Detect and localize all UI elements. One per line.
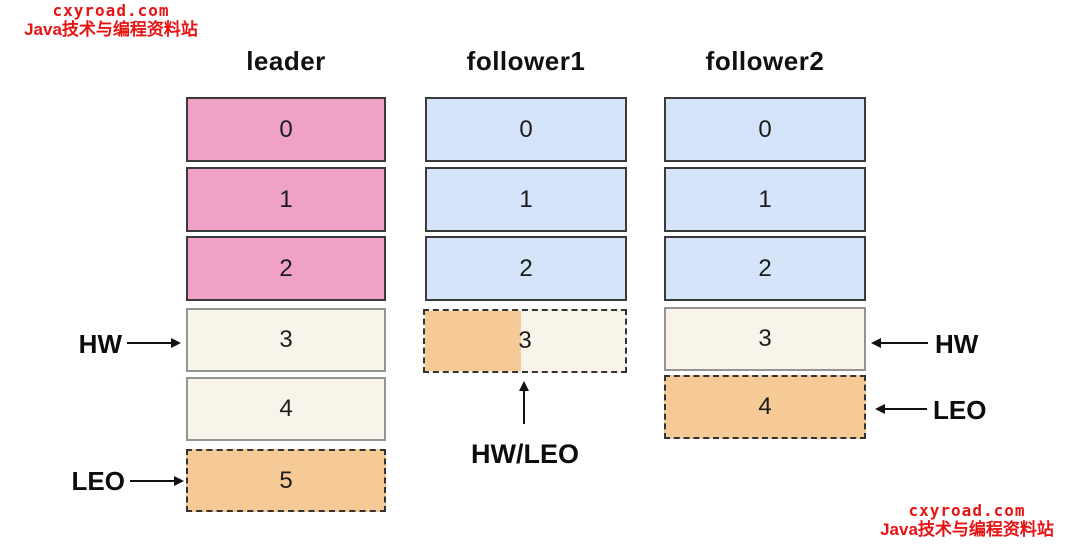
offset-label: 3 xyxy=(758,325,772,352)
leader-segment-2: 2 xyxy=(186,236,386,301)
offset-label: 5 xyxy=(279,466,293,494)
offset-label: 1 xyxy=(279,185,293,213)
watermark-caption: Java技术与编程资料站 xyxy=(24,19,198,39)
follower2-segment-4: 4 xyxy=(664,375,866,439)
follower2-segment-0: 0 xyxy=(664,97,866,162)
follower1-title: follower1 xyxy=(466,46,586,76)
leader-segment-0: 0 xyxy=(186,97,386,162)
offset-label: 2 xyxy=(758,254,772,282)
leader-segment-3: 3 xyxy=(186,308,386,372)
follower1-segment-1: 1 xyxy=(425,167,627,232)
offset-label: 1 xyxy=(758,185,772,213)
leader-hw-label: HW xyxy=(78,329,122,359)
follower1-hw-leo-label: HW/LEO xyxy=(471,439,579,469)
leo-right-arrow-icon xyxy=(130,476,184,486)
offset-label: 3 xyxy=(518,327,532,354)
watermark-site-url: cxyroad.com xyxy=(908,501,1026,521)
follower2-segment-2: 2 xyxy=(664,236,866,301)
offset-label: 0 xyxy=(279,115,293,143)
leo-left-arrow-icon xyxy=(875,404,927,414)
offset-label: 1 xyxy=(519,185,533,213)
follower2-hw-label: HW xyxy=(935,329,979,359)
follower1-segment-3: 3 xyxy=(423,309,627,373)
offset-label: 3 xyxy=(279,326,293,353)
partial-fetch-fill xyxy=(425,311,521,371)
follower2-leo-label: LEO xyxy=(933,395,987,425)
offset-label: 4 xyxy=(279,395,293,422)
follower2-segment-1: 1 xyxy=(664,167,866,232)
leader-segment-1: 1 xyxy=(186,167,386,232)
offset-label: 4 xyxy=(758,393,772,420)
follower2-title: follower2 xyxy=(705,46,825,76)
leader-title: leader xyxy=(246,46,326,76)
leader-segment-4: 4 xyxy=(186,377,386,441)
follower1-segment-2: 2 xyxy=(425,236,627,301)
leader-segment-5: 5 xyxy=(186,449,386,512)
watermark-site-url: cxyroad.com xyxy=(52,1,170,20)
hw-leo-up-arrow-icon xyxy=(519,381,529,424)
offset-label: 2 xyxy=(279,254,293,282)
hw-right-arrow-icon xyxy=(127,338,181,348)
watermark-top-left: cxyroad.com Java技术与编程资料站 xyxy=(2,2,220,39)
follower1-segment-0: 0 xyxy=(425,97,627,162)
leader-leo-label: LEO xyxy=(71,466,125,496)
hw-left-arrow-icon xyxy=(871,338,928,348)
offset-label: 0 xyxy=(519,115,533,143)
watermark-caption: Java技术与编程资料站 xyxy=(880,519,1054,539)
follower2-segment-3: 3 xyxy=(664,307,866,371)
offset-label: 0 xyxy=(758,115,772,143)
watermark-bottom-right: cxyroad.com Java技术与编程资料站 xyxy=(856,502,1078,539)
offset-label: 2 xyxy=(519,254,533,282)
